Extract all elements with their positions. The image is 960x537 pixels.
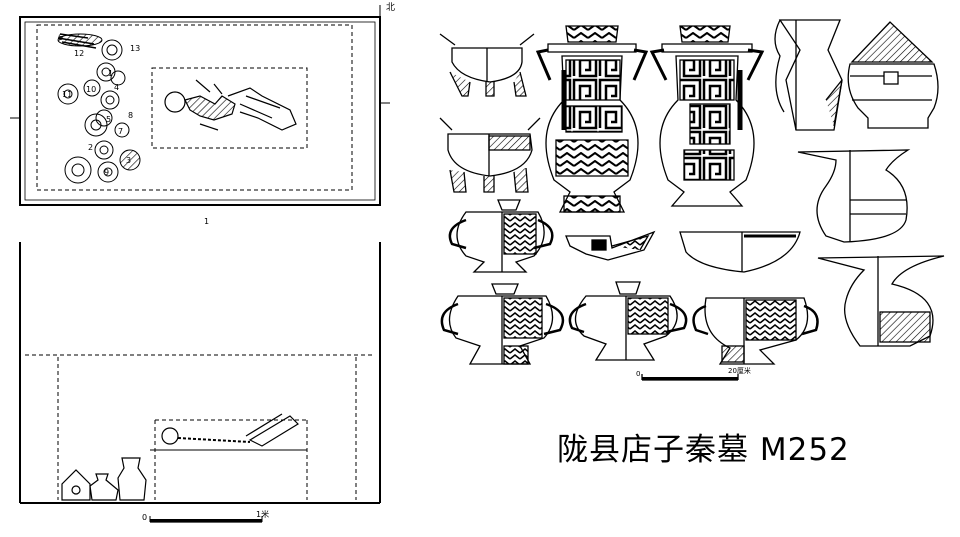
find-no-1: 1 — [108, 69, 113, 78]
vessel-drawings: 0 20厘米 — [439, 19, 945, 381]
find-no-3: 3 — [126, 156, 131, 165]
flared-basin-1 — [797, 149, 911, 243]
find-no-2: 2 — [88, 143, 93, 152]
flared-basin-2 — [817, 255, 945, 347]
find-no-9: 9 — [104, 168, 109, 177]
section-scale-end: 1米 — [256, 509, 269, 519]
hu-vase-2 — [649, 25, 765, 207]
vessel-scale-end: 20厘米 — [728, 366, 751, 375]
dou-lidded-3 — [568, 281, 688, 361]
find-no-10: 10 — [86, 85, 96, 94]
coffin-outline — [151, 67, 308, 149]
find-no-7: 7 — [118, 127, 123, 136]
figure-caption: 陇县店子秦墓 M252 — [557, 432, 850, 468]
tomb-section: 0 1米 — [19, 242, 381, 523]
dou-lidded-1 — [448, 199, 554, 273]
twin-handled-cup — [692, 297, 819, 365]
spoon-bowl — [565, 230, 656, 261]
find-no-8: 8 — [128, 111, 133, 120]
find-no-11: 11 — [62, 90, 72, 99]
section-scale-bar: 0 1米 — [142, 509, 269, 523]
section-scale-start: 0 — [142, 513, 147, 522]
shallow-bowl — [679, 231, 801, 273]
section-pots — [61, 457, 147, 501]
dou-lidded-2 — [440, 283, 565, 365]
grave-goods — [57, 33, 141, 184]
find-no-5: 5 — [106, 115, 111, 124]
plan-inner-wall — [24, 21, 376, 201]
tall-cup — [774, 19, 843, 131]
skeleton-plan — [164, 79, 297, 131]
find-no-13: 13 — [130, 44, 140, 53]
plan-edge-mark: 1 — [204, 217, 209, 226]
find-no-6: 6 — [58, 33, 63, 42]
vessel-scale-start: 0 — [636, 370, 640, 378]
vessel-scale-bar: 0 20厘米 — [636, 366, 751, 381]
find-no-4: 4 — [114, 83, 119, 92]
plan-outer-wall — [19, 16, 381, 206]
skeleton-section — [161, 413, 299, 447]
find-no-12: 12 — [74, 49, 84, 58]
tomb-plan: 北 1 6 12 13 1 11 10 4 — [10, 2, 395, 226]
plan-ledge-outline — [36, 24, 353, 191]
north-label: 北 — [386, 2, 395, 13]
roofed-jar — [847, 21, 939, 129]
ding-tripod-1 — [439, 33, 535, 97]
spear-bundle — [57, 33, 103, 49]
find-numbers: 6 12 13 1 11 10 4 5 2 8 7 9 3 — [58, 33, 140, 177]
hu-vase-1 — [535, 25, 649, 213]
ding-tripod-2 — [439, 117, 541, 193]
